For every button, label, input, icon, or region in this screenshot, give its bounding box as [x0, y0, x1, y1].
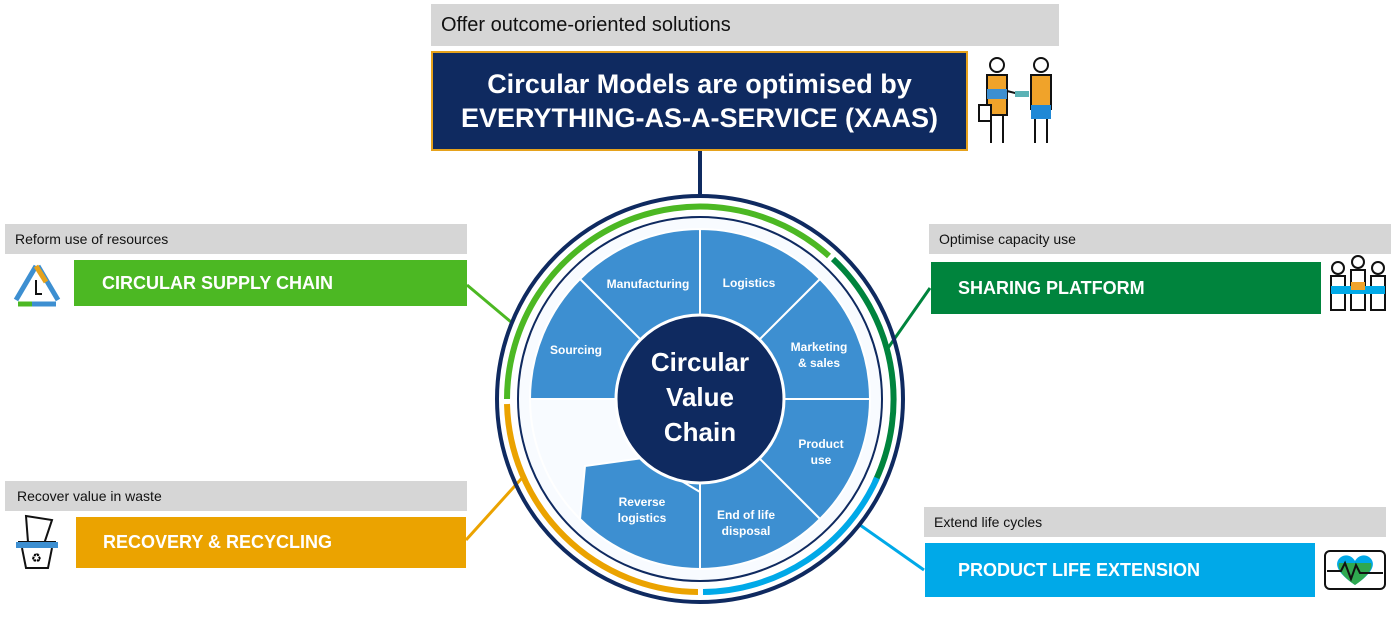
recycling-bin-icon: ♻: [16, 514, 58, 569]
label-eol-2: disposal: [722, 524, 771, 538]
center-line-2: Value: [666, 382, 734, 412]
label-optimise-capacity: Optimise capacity use: [929, 224, 1391, 254]
label-manufacturing: Manufacturing: [607, 277, 690, 291]
recovery-recycling-box: RECOVERY & RECYCLING: [76, 517, 466, 568]
connector-recovery: [464, 476, 524, 542]
outer-navy-ring: [495, 194, 905, 604]
label-marketing-2: & sales: [798, 356, 840, 370]
label-logistics: Logistics: [723, 276, 776, 290]
label-eol-1: End of life: [717, 508, 775, 522]
label-product-1: Product: [798, 437, 843, 451]
business-people-icon: [978, 57, 1052, 143]
label-extend-life: Extend life cycles: [924, 507, 1386, 537]
circular-value-chain-wheel: Manufacturing Logistics Marketing & sale…: [495, 194, 905, 604]
arc-product-life-extension: [702, 476, 880, 595]
center-line-3: Chain: [664, 417, 736, 447]
circular-supply-chain-box: CIRCULAR SUPPLY CHAIN: [74, 260, 467, 306]
arc-recovery-recycling: [504, 403, 699, 595]
arc-sharing-platform: [830, 256, 897, 484]
center-line-1: Circular: [651, 347, 749, 377]
label-marketing-1: Marketing: [791, 340, 848, 354]
people-group-icon: [1330, 255, 1386, 311]
xaas-title-box: Circular Models are optimised by EVERYTH…: [431, 51, 968, 151]
recycle-icon: [13, 264, 61, 307]
xaas-tagline: Offer outcome-oriented solutions: [431, 4, 1059, 46]
label-reverse-1: Reverse: [619, 495, 666, 509]
label-reform-resources: Reform use of resources: [5, 224, 467, 254]
label-sourcing: Sourcing: [550, 343, 602, 357]
label-reverse-2: logistics: [618, 511, 667, 525]
label-product-2: use: [811, 453, 832, 467]
heartbeat-monitor-icon: [1324, 550, 1386, 590]
title-line-2: EVERYTHING-AS-A-SERVICE (XAAS): [460, 103, 939, 133]
sharing-platform-box: SHARING PLATFORM: [931, 262, 1321, 314]
connector-csc: [466, 283, 512, 324]
title-line-1: Circular Models are optimised by: [487, 69, 912, 99]
reverse-logistics-tab: [578, 456, 701, 571]
svg-text:♻: ♻: [31, 551, 42, 565]
arc-circular-supply-chain: [504, 203, 832, 400]
connector-extension: [859, 523, 925, 572]
label-recover-value: Recover value in waste: [5, 481, 467, 511]
product-life-extension-box: PRODUCT LIFE EXTENSION: [925, 543, 1315, 597]
wheel-center: [614, 313, 786, 485]
